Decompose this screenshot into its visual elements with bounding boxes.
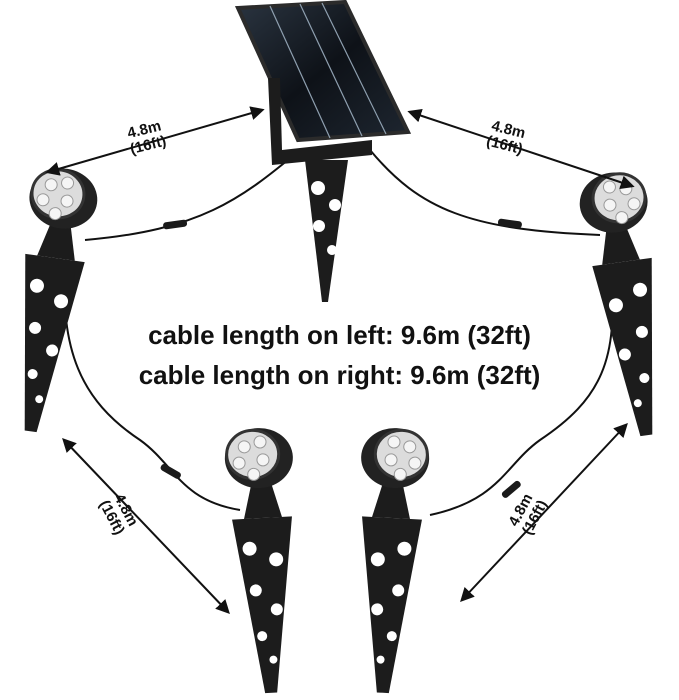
caption-left-cable: cable length on left: 9.6m (32ft): [148, 320, 531, 350]
spotlight-top-right: [574, 166, 679, 442]
cable-top-right: [369, 149, 601, 236]
cable-connectors: [160, 218, 522, 498]
spotlight-bottom-left: [221, 424, 307, 697]
spotlight-bottom-right: [347, 424, 433, 697]
cable-top-left: [84, 149, 301, 241]
caption-right-cable: cable length on right: 9.6m (32ft): [138, 360, 541, 390]
dimension-arrows: [45, 106, 635, 615]
solar-panel: [234, 0, 412, 302]
spotlight-top-left: [0, 162, 103, 438]
cable-right-bottom: [429, 269, 614, 516]
